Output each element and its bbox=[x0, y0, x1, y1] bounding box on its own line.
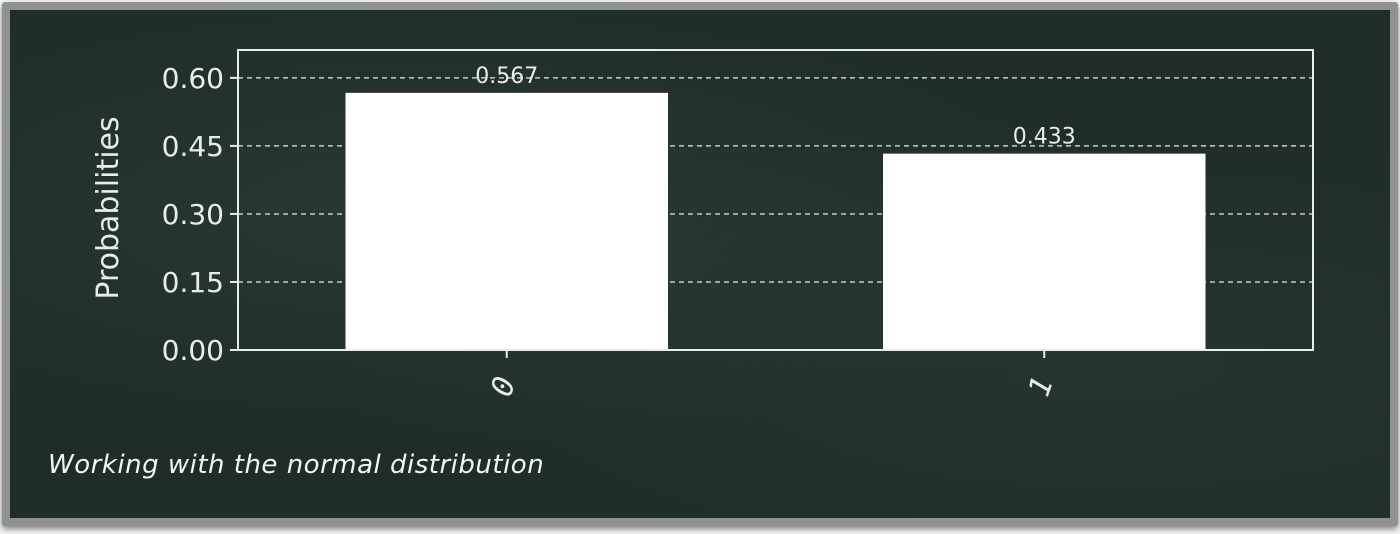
bar-1 bbox=[883, 153, 1206, 350]
x-tick-label-0: 0 bbox=[484, 372, 523, 401]
data-label-0: 0.567 bbox=[475, 64, 538, 89]
bars bbox=[345, 92, 1206, 350]
y-axis-ticks: 0.00 0.15 0.30 0.45 0.60 bbox=[162, 62, 238, 367]
y-tick-label: 0.00 bbox=[162, 334, 224, 367]
y-tick-label: 0.30 bbox=[162, 198, 224, 231]
caption-text: Working with the normal distribution bbox=[48, 450, 545, 480]
y-tick-label: 0.60 bbox=[162, 62, 224, 95]
bar-0 bbox=[345, 92, 668, 350]
y-axis-label: Probabilities bbox=[91, 116, 126, 299]
data-label-1: 0.433 bbox=[1013, 125, 1076, 150]
y-tick-label: 0.45 bbox=[162, 130, 224, 163]
data-labels: 0.567 0.433 bbox=[475, 64, 1075, 150]
plot-area-frame bbox=[237, 49, 1314, 351]
y-tick-label: 0.15 bbox=[162, 266, 224, 299]
x-tick-label-1: 1 bbox=[1022, 372, 1061, 401]
